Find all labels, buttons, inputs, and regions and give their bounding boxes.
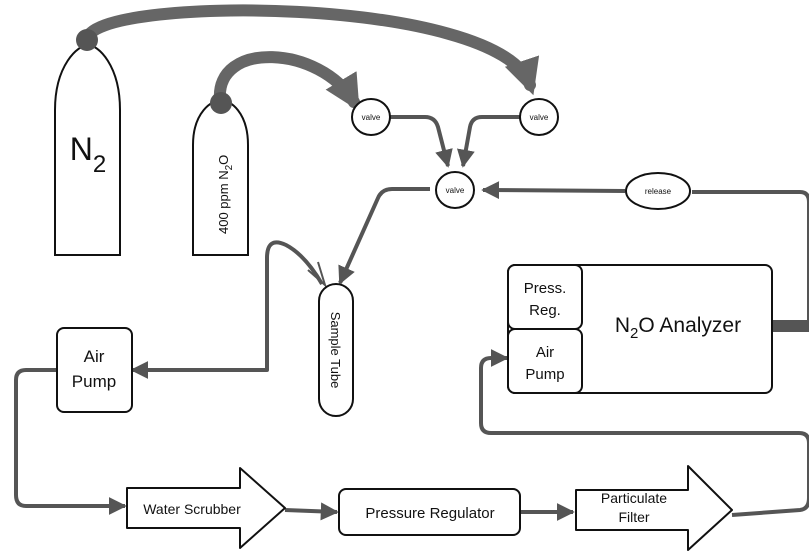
analyzer-unit: Press. Reg. Air Pump N2O Analyzer	[507, 264, 773, 394]
air-pump-left-label-line1: Air	[84, 347, 105, 366]
n2-cylinder: N2	[54, 29, 121, 256]
analyzer-port	[772, 320, 809, 332]
analyzer-air-pump-label-line2: Pump	[525, 366, 564, 383]
pressure-regulator: Pressure Regulator	[338, 488, 521, 536]
valve-center-label: valve	[446, 186, 465, 195]
sample-tube: Sample Tube	[318, 283, 354, 417]
n2o-cylinder-valve	[210, 92, 232, 114]
line-right-valve-to-center	[457, 115, 521, 168]
press-reg-box	[507, 264, 583, 330]
release-valve: release	[625, 172, 691, 210]
valve-center: valve	[435, 171, 475, 209]
valve-right-label: valve	[530, 113, 549, 122]
line-center-valve-to-sample-tube	[338, 187, 430, 285]
particulate-filter: Particulate Filter	[575, 465, 733, 551]
line-left-valve-to-center	[390, 115, 453, 168]
n2-cylinder-valve	[76, 29, 98, 51]
air-pump-left: Air Pump	[56, 327, 133, 413]
release-valve-label: release	[645, 187, 672, 196]
n2o-cylinder: 400 ppm N2O	[192, 92, 249, 256]
line-air-pump-to-water-scrubber	[14, 368, 127, 515]
particulate-filter-label-line1: Particulate	[601, 490, 667, 506]
n2o-cylinder-label: 400 ppm N2O	[216, 155, 235, 234]
analyzer-air-pump-label-line1: Air	[536, 344, 554, 361]
line-sample-tube-to-air-pump	[130, 240, 324, 379]
valve-left: valve	[351, 98, 391, 136]
valve-right: valve	[519, 98, 559, 136]
air-pump-left-label-line2: Pump	[72, 372, 116, 391]
water-scrubber: Water Scrubber	[126, 467, 286, 549]
press-reg-label-line2: Reg.	[529, 302, 561, 319]
analyzer-air-pump-box	[507, 328, 583, 394]
n2o-analyzer-label: N2O Analyzer	[615, 314, 741, 342]
line-particulate-filter-to-analyzer-pump	[479, 349, 809, 517]
pressure-regulator-label: Pressure Regulator	[365, 505, 494, 522]
n2o-supply-line	[213, 51, 360, 112]
valve-left-label: valve	[362, 113, 381, 122]
line-release-to-center-valve	[481, 181, 626, 200]
line-water-scrubber-to-pressure-regulator	[284, 502, 339, 521]
sample-tube-label: Sample Tube	[328, 312, 343, 389]
particulate-filter-label-line2: Filter	[618, 509, 649, 525]
n2-cylinder-label: N2	[70, 131, 106, 178]
press-reg-label-line1: Press.	[524, 280, 567, 297]
sample-tube-inlet-chevron	[307, 261, 327, 289]
n2-supply-line	[81, 4, 539, 96]
water-scrubber-label: Water Scrubber	[143, 501, 241, 517]
